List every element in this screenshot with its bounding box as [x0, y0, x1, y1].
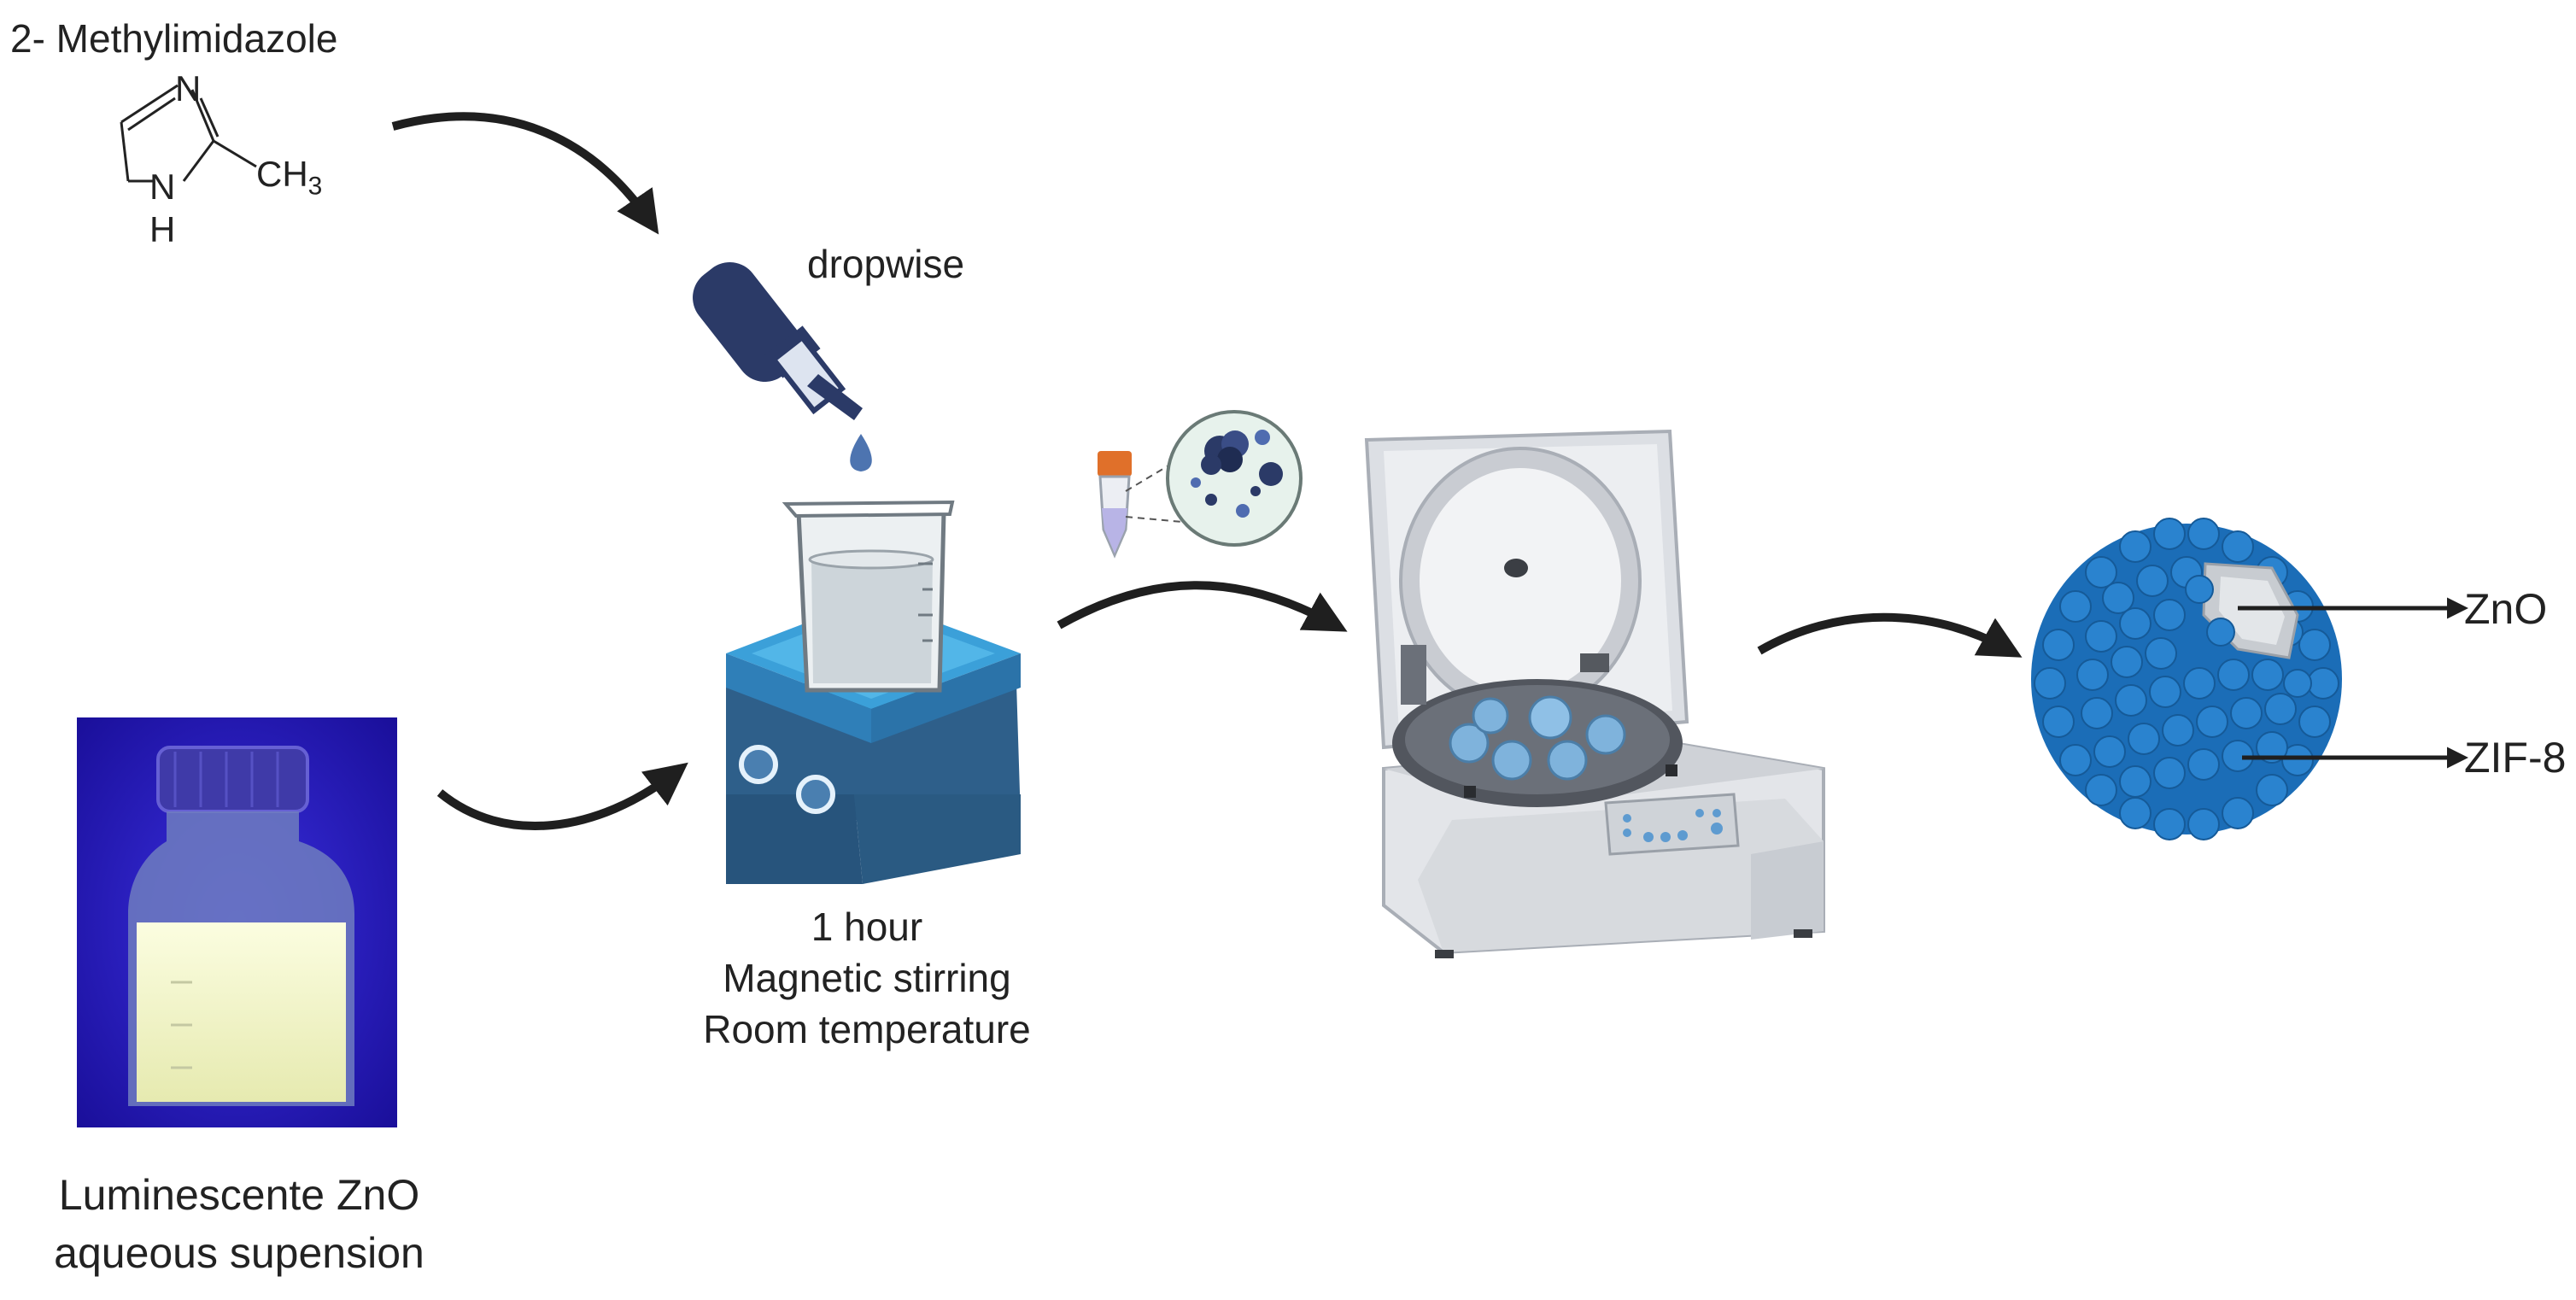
stir-method-label: Magnetic stirring: [723, 956, 1011, 1000]
vial-photo: [77, 717, 397, 1127]
arrow-reagent-to-beaker: [391, 112, 659, 235]
methylimidazole-structure: [120, 84, 257, 183]
arrow-centrifuge-to-particle: [1757, 612, 2023, 658]
ring-n-label: N: [175, 68, 202, 108]
suspension-label-line2: aqueous supension: [54, 1229, 424, 1277]
methyl-label: CH3: [256, 154, 323, 201]
stir-duration-label: 1 hour: [811, 905, 923, 949]
reagent-title: 2- Methylimidazole: [10, 16, 338, 61]
beaker-icon: [782, 500, 955, 693]
suspension-label-line1: Luminescente ZnO: [58, 1171, 420, 1219]
magnifier-icon: [1125, 410, 1303, 547]
tube-icon: [1098, 451, 1132, 559]
stir-temp-label: Room temperature: [703, 1007, 1031, 1051]
arrow-beaker-to-centrifuge: [1057, 581, 1348, 632]
zif8-particle-icon: [2031, 518, 2342, 840]
ring-h-label: H: [149, 209, 176, 249]
ring-nh-label: N: [149, 167, 176, 207]
arrow-suspension-to-beaker: [436, 762, 688, 830]
centrifuge-icon: [1364, 429, 1825, 958]
dropwise-label: dropwise: [807, 242, 965, 286]
dropper-icon: [693, 261, 872, 471]
zno-label: ZnO: [2464, 585, 2548, 633]
zif8-label: ZIF-8: [2464, 734, 2567, 782]
